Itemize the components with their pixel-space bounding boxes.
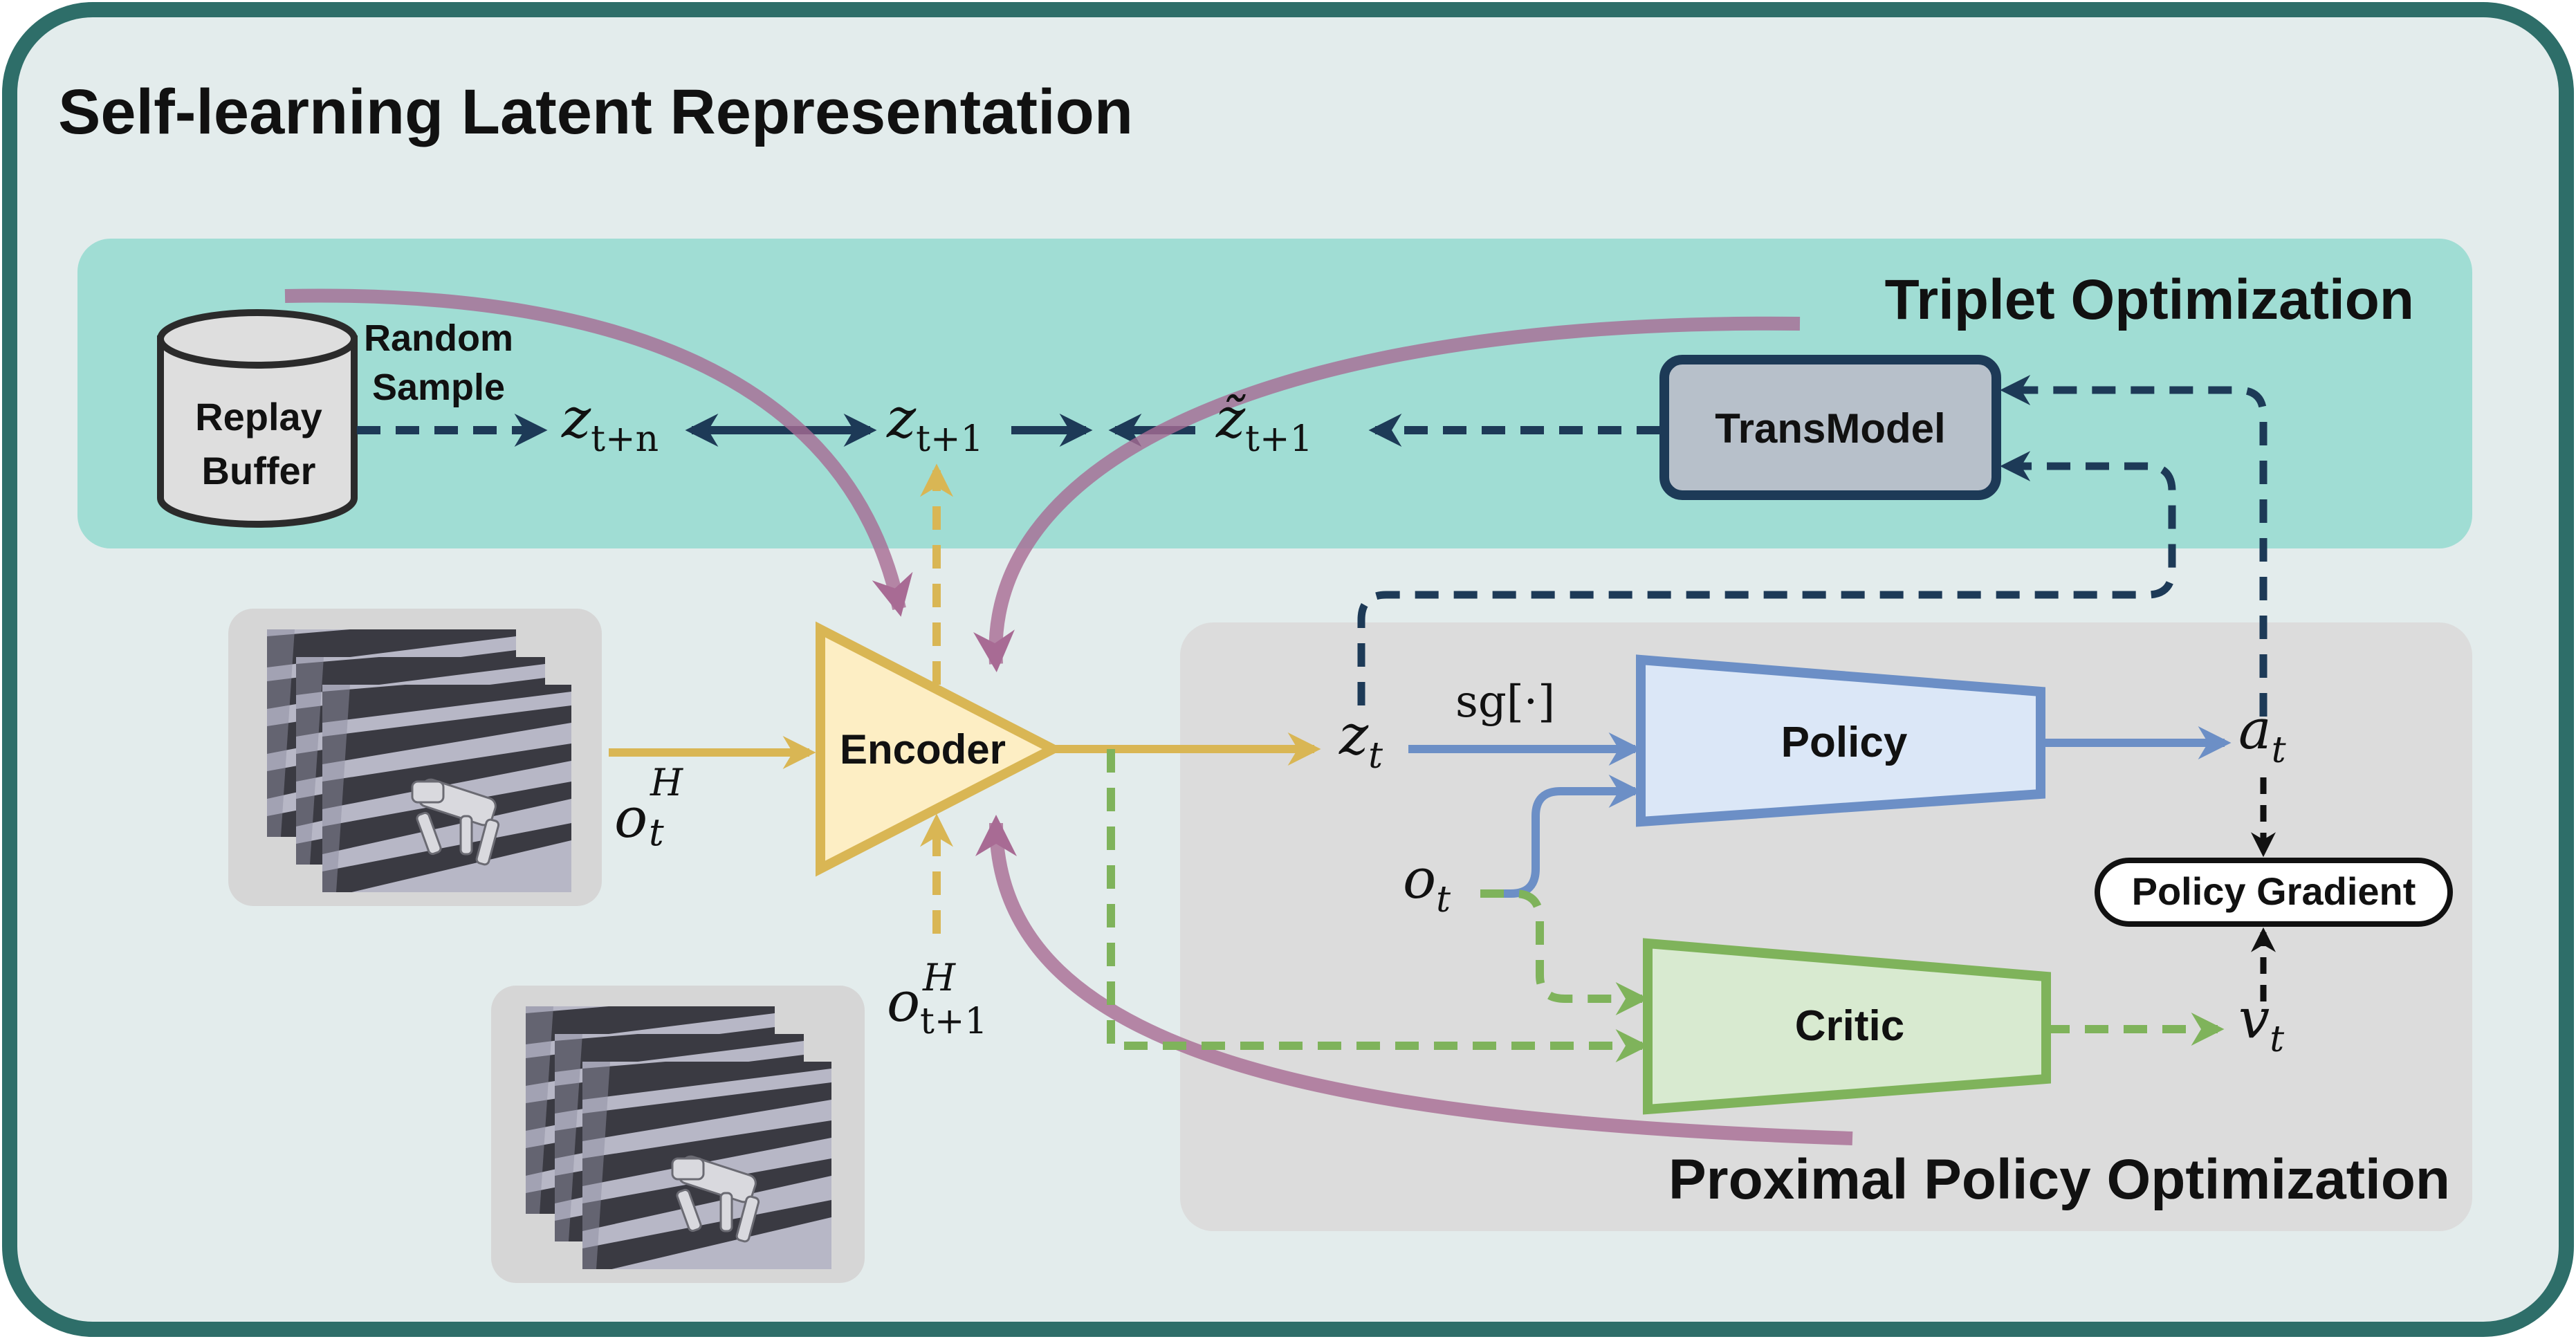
random-sample-label-line2: Sample [372, 367, 505, 408]
observation-stack-image [267, 616, 571, 899]
next-observation-history-symbol: o [887, 970, 920, 1034]
ppo-panel [1180, 622, 2472, 1231]
next-observation-history-sup: H [922, 956, 956, 999]
ppo-label: Proximal Policy Optimization [1668, 1148, 2450, 1211]
random-sample-label-line1: Random [364, 317, 513, 359]
replay-buffer-cylinder [157, 309, 358, 528]
z-t-plus-n-symbol: zt+n [561, 386, 659, 460]
replay-buffer-label-line2: Buffer [202, 449, 316, 492]
z-t-plus-1-symbol: zt+1 [886, 386, 984, 460]
policy-block [1636, 654, 2045, 827]
observation-history-symbol: o [614, 786, 647, 850]
observation-history-sup: H [650, 761, 683, 804]
next-observation-history-sub: t+1 [920, 1001, 988, 1042]
transmodel-box [1659, 355, 2001, 500]
observation-history-sub: t [649, 811, 664, 854]
triplet-optimization-label: Triplet Optimization [1885, 268, 2414, 331]
figure-title: Self-learning Latent Representation [58, 77, 1133, 147]
critic-label: Critic [1795, 1002, 1904, 1050]
ot-to-critic-arrow [1480, 889, 1649, 1015]
policy-label: Policy [1781, 719, 1908, 766]
triplet-gradient-left-arrow [284, 288, 913, 617]
z-t-symbol: zt [1338, 703, 1383, 777]
z-tilde-t-plus-1-symbol: z̃t+1 [1215, 386, 1313, 460]
v-t-symbol: vt [2238, 986, 2284, 1060]
zt-to-critic-arrow [1107, 749, 1649, 1062]
encoder-block [816, 621, 1064, 877]
next-observation-stack-image [526, 992, 831, 1276]
triplet-gradient-right-arrow [973, 316, 1801, 672]
ppo-gradient-arrow [975, 815, 1853, 1145]
zt-to-transmodel-arrow [1357, 451, 2176, 705]
action-to-transmodel-arrow [2000, 375, 2267, 717]
transmodel-label: TransModel [1715, 405, 1945, 452]
encoder-label: Encoder [840, 726, 1006, 773]
policy-gradient-label: Policy Gradient [2132, 869, 2416, 913]
sg-operator-label: sg[·] [1455, 676, 1555, 728]
replay-buffer-label-line1: Replay [195, 395, 322, 438]
a-t-symbol: at [2238, 697, 2286, 771]
policy-gradient-box [2095, 858, 2453, 927]
o-t-symbol: ot [1403, 847, 1451, 921]
